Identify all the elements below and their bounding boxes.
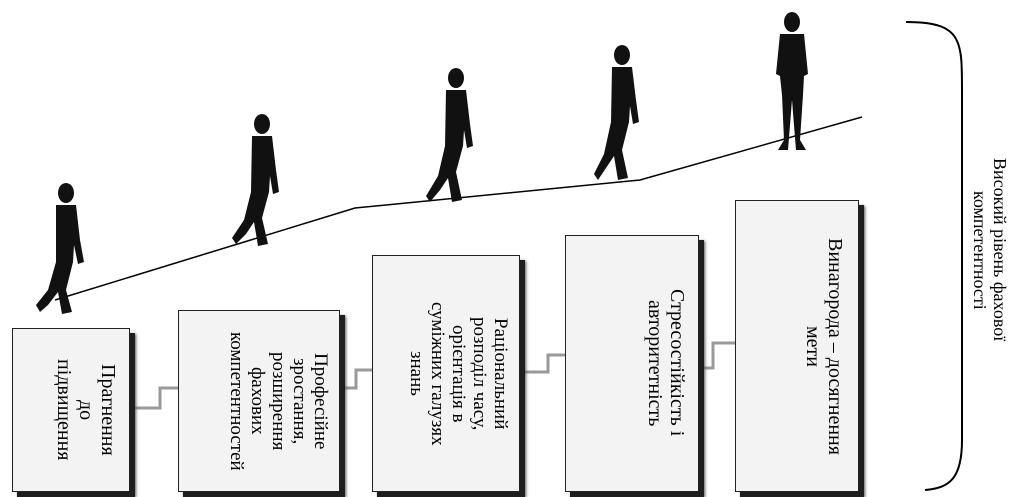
step-label-4: Стресостійкість і авторитетність: [644, 289, 688, 437]
person-silhouette-5: [776, 12, 808, 150]
connector-arrow-3: [518, 353, 565, 374]
connector-arrow-2: [338, 368, 372, 390]
step-label-2: Професійне зростання, розширення фахових…: [226, 331, 331, 471]
goal-label: Високий рівень фахової компетентності: [970, 158, 1010, 342]
step-label-3: Раціональний розподіл часу, орієнтація в…: [406, 301, 511, 446]
connector-arrow-1: [128, 386, 178, 410]
step-box-2: Професійне зростання, розширення фахових…: [178, 310, 340, 492]
person-silhouette-4: [594, 45, 639, 180]
step-box-4: Стресостійкість і авторитетність: [565, 235, 699, 492]
connector-arrow-4: [697, 341, 735, 370]
step-box-5: Винагорода – досягнення мети: [735, 200, 859, 492]
step-box-3: Раціональний розподіл часу, орієнтація в…: [372, 255, 520, 492]
step-label-5: Винагорода – досягнення мети: [802, 237, 846, 455]
goal-bracket: [905, 21, 963, 491]
person-silhouette-2: [232, 114, 279, 246]
person-silhouette-1: [36, 183, 84, 314]
step-label-1: Прагнення до підвищення: [53, 359, 119, 461]
growth-line: [54, 116, 863, 301]
step-box-1: Прагнення до підвищення: [12, 328, 130, 492]
person-silhouette-3: [426, 68, 473, 202]
connector-arrows: [128, 341, 735, 410]
